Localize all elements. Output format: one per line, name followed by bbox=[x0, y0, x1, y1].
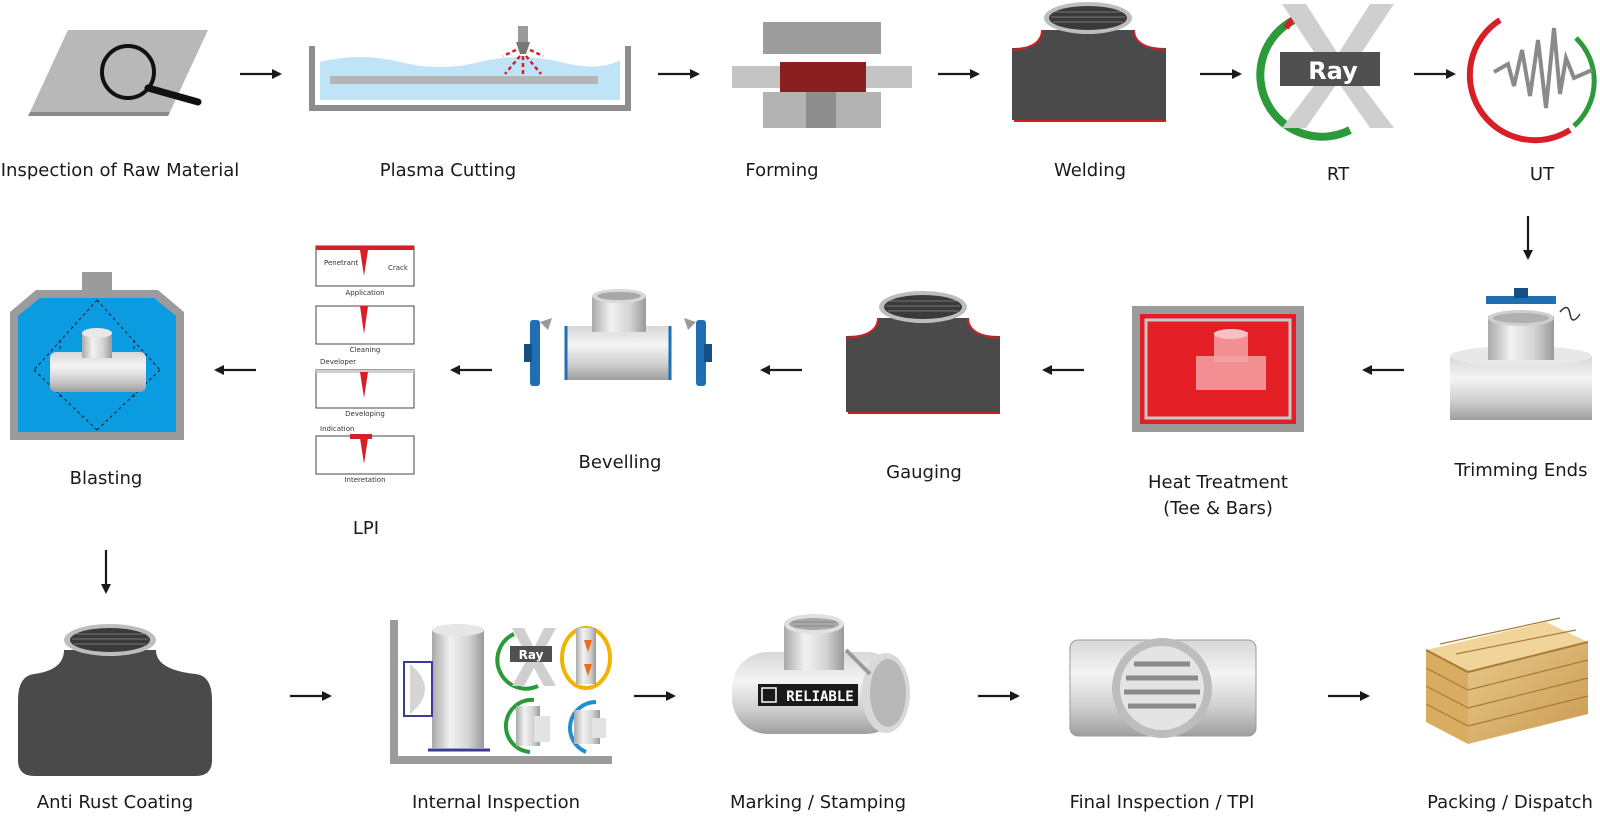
lpi-steps-panel: Penetrant Crack Application Cleaning Dev… bbox=[315, 245, 415, 484]
small-ut-probe-icon bbox=[560, 626, 612, 690]
small-xray-icon: Ray bbox=[495, 628, 556, 691]
raw-material-inspection-icon bbox=[28, 30, 208, 116]
row2-arrows bbox=[101, 365, 1404, 594]
label-final-inspection-tpi: Final Inspection / TPI bbox=[1069, 792, 1255, 813]
heat-treatment-furnace-icon bbox=[1132, 306, 1304, 432]
label-internal-inspection: Internal Inspection bbox=[411, 792, 581, 813]
lpi-penetrant-label: Penetrant bbox=[324, 259, 358, 267]
marking-stamp-text: RELIABLE bbox=[786, 689, 853, 705]
lpi-interpretation-label: Interetation bbox=[344, 476, 385, 484]
xray-text: Ray bbox=[1308, 57, 1358, 85]
plasma-cutting-icon bbox=[309, 26, 631, 111]
label-marking-stamping: Marking / Stamping bbox=[729, 792, 907, 813]
lpi-crack-label: Crack bbox=[388, 264, 409, 272]
label-heat-treatment: Heat Treatment (Tee & Bars) bbox=[1128, 470, 1308, 522]
ultrasonic-ut-icon bbox=[1466, 17, 1597, 144]
lpi-cleaning-label: Cleaning bbox=[350, 346, 381, 354]
label-plasma-cutting: Plasma Cutting bbox=[379, 160, 517, 181]
welding-tee-icon bbox=[1011, 2, 1167, 122]
label-anti-rust-coating: Anti Rust Coating bbox=[36, 792, 194, 813]
label-blasting: Blasting bbox=[69, 468, 143, 489]
label-bevelling: Bevelling bbox=[578, 452, 662, 473]
final-inspection-tee-icon bbox=[1069, 638, 1257, 738]
packing-crate-icon bbox=[1425, 617, 1589, 744]
lpi-application-label: Application bbox=[345, 289, 384, 297]
label-packing-dispatch: Packing / Dispatch bbox=[1427, 792, 1593, 813]
label-trimming-ends: Trimming Ends bbox=[1454, 460, 1588, 481]
label-forming: Forming bbox=[745, 160, 819, 181]
lpi-developer-label: Developer bbox=[320, 358, 356, 366]
label-lpi: LPI bbox=[352, 518, 380, 539]
lpi-developing-label: Developing bbox=[345, 410, 385, 418]
small-pt-icon bbox=[568, 700, 606, 754]
row1-arrows bbox=[240, 69, 1533, 260]
marking-stamping-tee-icon: RELIABLE bbox=[732, 614, 910, 734]
internal-inspection-icon: Ray bbox=[390, 620, 612, 764]
label-heat-treatment-line1: Heat Treatment bbox=[1147, 472, 1288, 493]
bevelling-tee-icon bbox=[524, 289, 712, 386]
label-inspection-raw-material: Inspection of Raw Material bbox=[0, 160, 240, 181]
gauging-tee-icon bbox=[845, 291, 1001, 414]
trimming-ends-icon bbox=[1450, 288, 1592, 420]
anti-rust-coated-tee-icon bbox=[18, 624, 212, 776]
label-gauging: Gauging bbox=[886, 462, 962, 483]
forming-press-icon bbox=[732, 22, 912, 128]
small-xray-text: Ray bbox=[519, 648, 544, 662]
label-welding: Welding bbox=[1053, 160, 1127, 181]
blasting-cabinet-icon bbox=[10, 272, 184, 440]
label-heat-treatment-line2: (Tee & Bars) bbox=[1163, 498, 1273, 519]
lpi-indication-label: Indication bbox=[320, 425, 354, 433]
small-mpi-icon bbox=[504, 697, 550, 754]
label-rt: RT bbox=[1326, 164, 1350, 185]
label-ut: UT bbox=[1529, 164, 1555, 185]
xray-rt-icon: Ray bbox=[1256, 4, 1394, 141]
